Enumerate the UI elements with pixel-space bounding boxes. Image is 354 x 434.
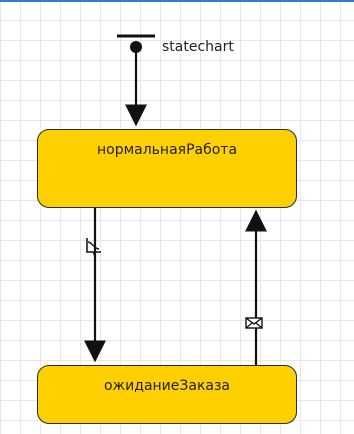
statechart-label: statechart bbox=[162, 39, 234, 55]
state-label: ожиданиеЗаказа bbox=[103, 378, 230, 394]
state-waiting-order[interactable]: ожиданиеЗаказа bbox=[37, 365, 297, 424]
state-label: нормальнаяРабота bbox=[96, 142, 238, 158]
state-normal-work[interactable]: нормальнаяРабота bbox=[37, 129, 297, 208]
top-accent-bar bbox=[0, 0, 354, 2]
initial-point-icon[interactable] bbox=[130, 41, 142, 53]
timer-transition-icon[interactable] bbox=[84, 236, 104, 256]
message-transition-icon[interactable] bbox=[244, 313, 264, 333]
